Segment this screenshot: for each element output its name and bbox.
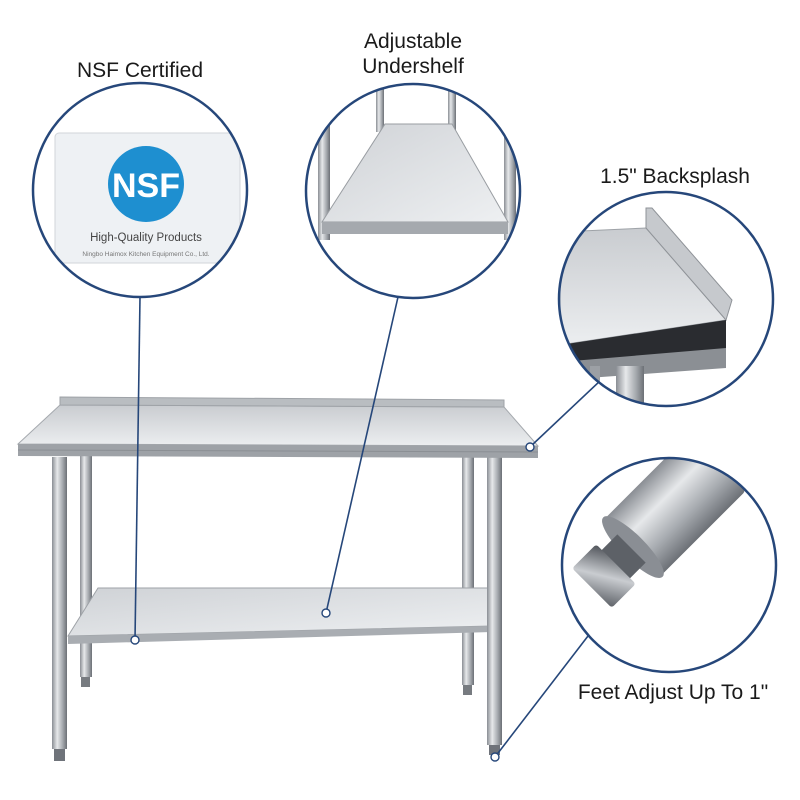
callout-lines — [134, 296, 602, 758]
undershelf-label-line1: Adjustable — [363, 30, 463, 53]
nsf-logo-text: NSF — [112, 167, 180, 205]
undershelf-anchor-dot — [321, 608, 331, 618]
undershelf-ring — [304, 82, 522, 300]
nsf-ring — [31, 81, 249, 299]
undershelf-callout — [304, 82, 522, 300]
feet-ring — [560, 456, 778, 674]
undershelf-label-line2: Undershelf — [362, 55, 464, 78]
backsplash-callout — [557, 190, 775, 408]
backsplash-label: 1.5" Backsplash — [600, 165, 750, 188]
nsf-maker: Ningbo Haimox Kitchen Equipment Co., Ltd… — [82, 251, 209, 258]
backsplash-ring — [557, 190, 775, 408]
backsplash-connector — [530, 379, 602, 447]
feet-zoom-bolt — [573, 545, 635, 607]
nsf-tagline: High-Quality Products — [90, 232, 202, 244]
backsplash-zoom-lip — [645, 207, 733, 322]
front-right-leg — [487, 455, 502, 745]
nsf-certified-label: NSF Certified — [76, 59, 204, 82]
feet-connector — [494, 635, 589, 758]
nsf-connector — [134, 296, 141, 641]
nsf-anchor-dot — [130, 635, 140, 645]
backsplash-anchor-dot — [525, 442, 535, 452]
undershelf-connector — [325, 296, 399, 614]
nsf-logo-circle — [108, 146, 184, 222]
feet-adjust-label: Feet Adjust Up To 1" — [577, 681, 769, 704]
back-right-leg — [462, 455, 474, 685]
feet-anchor-dot — [490, 752, 500, 762]
nsf-callout: NSF High-Quality Products Ningbo Haimox … — [31, 81, 249, 299]
backsplash-edge — [59, 396, 505, 408]
adjustable-undershelf-label: Adjustable Undershelf — [313, 29, 513, 79]
work-table — [16, 396, 540, 761]
back-left-leg — [80, 455, 92, 677]
table-top — [16, 404, 540, 447]
feet-callout — [560, 456, 778, 674]
front-left-leg — [52, 457, 67, 749]
